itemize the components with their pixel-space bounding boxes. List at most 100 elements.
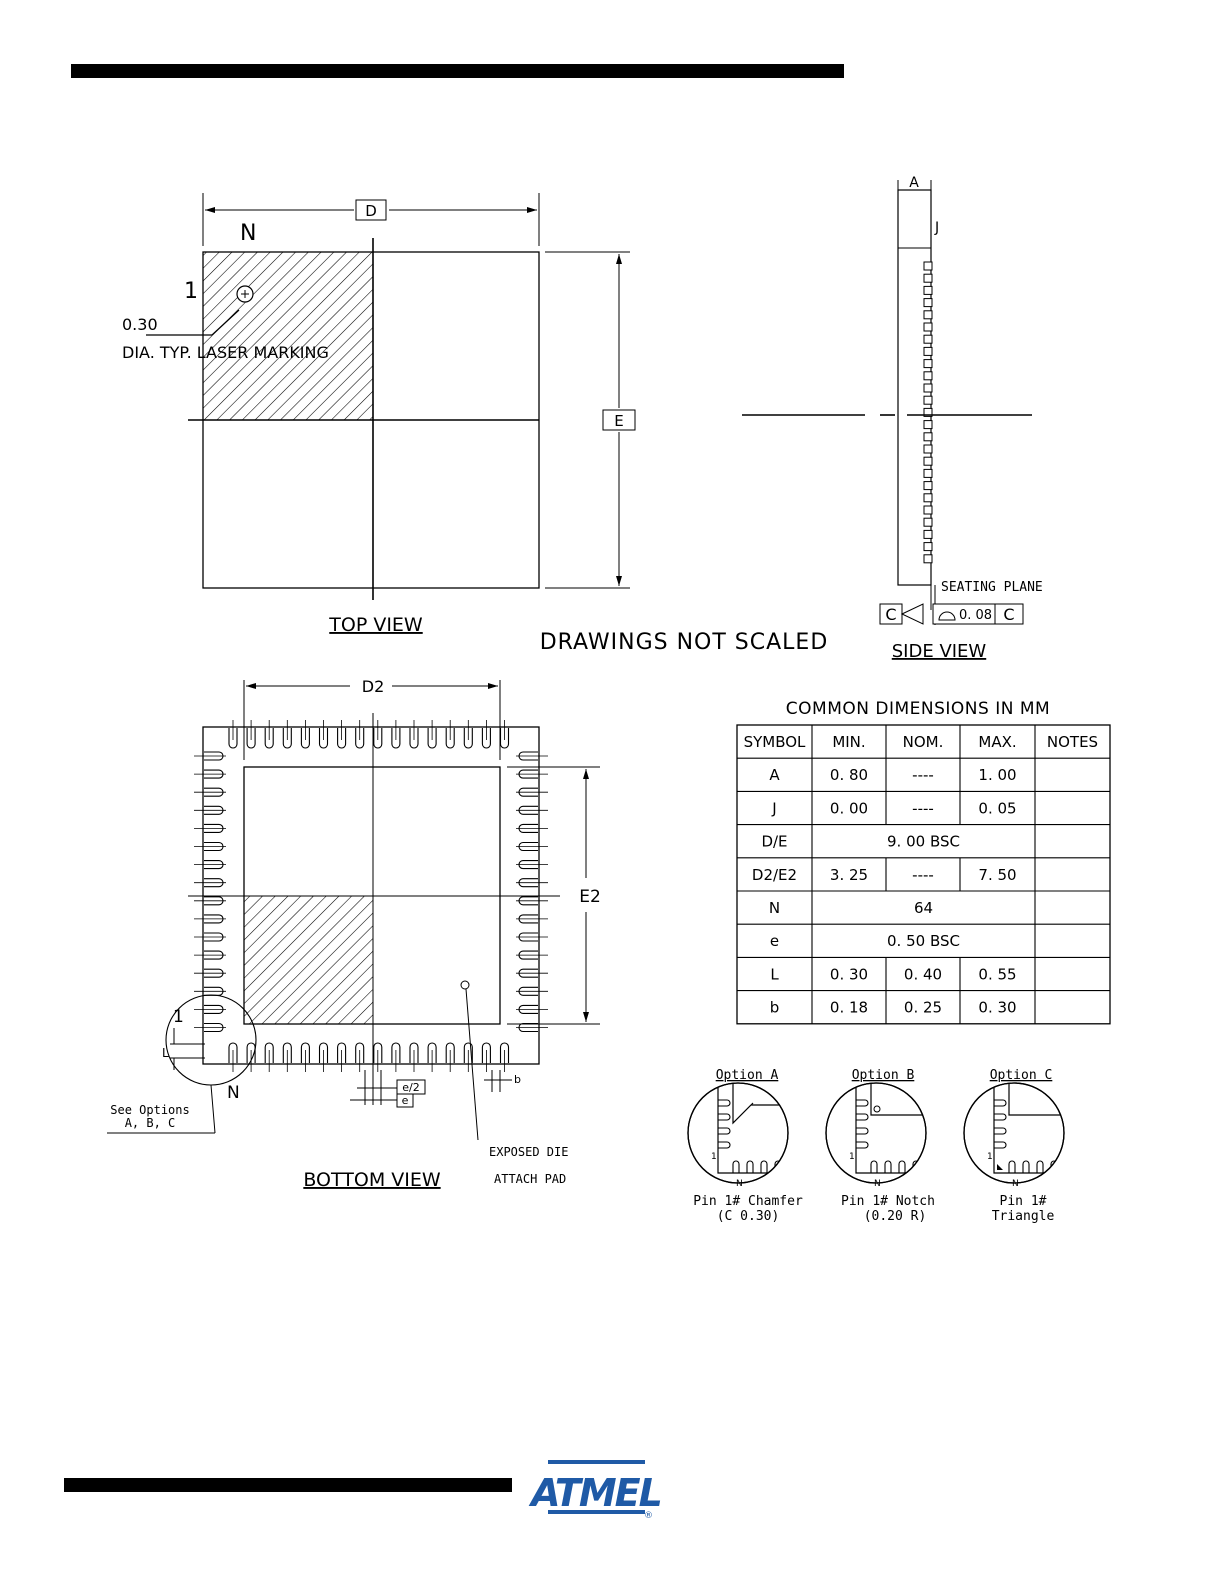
table-cell-min: 0. 18: [830, 999, 868, 1017]
pad-bottom: [337, 1042, 347, 1063]
side-lead: [923, 529, 933, 539]
dim-D-box: [355, 199, 387, 221]
pad-top: [318, 728, 329, 749]
side-lead: [923, 273, 933, 283]
top-label-1: 1: [184, 279, 198, 304]
table-cell-nom: ----: [912, 866, 934, 884]
top-view: [146, 193, 636, 600]
header-bar: [71, 64, 844, 78]
side-view-caption: SIDE VIEW: [892, 641, 987, 662]
pad-top: [337, 728, 347, 749]
option-a-title: Option A: [716, 1068, 779, 1083]
side-lead: [923, 444, 933, 454]
pad-top: [463, 728, 473, 749]
bottom-hatch: [244, 896, 373, 1024]
svg-text:®: ®: [644, 1511, 653, 1521]
side-lead: [923, 542, 933, 552]
side-lead: [923, 371, 933, 381]
option-pin-left: [856, 1113, 869, 1121]
pad-bottom: [373, 1042, 383, 1063]
marking-text: DIA. TYP. LASER MARKING: [122, 343, 329, 362]
table-cell-max: 0. 55: [978, 965, 1016, 983]
dim-E2-label: E2: [579, 887, 601, 907]
option-pin-left: [994, 1113, 1007, 1121]
pad-top: [228, 728, 238, 749]
table-cell-min: 0. 00: [830, 799, 868, 817]
notch-icon: [873, 1105, 881, 1113]
option-b-title: Option B: [852, 1068, 915, 1083]
pad-top: [373, 728, 383, 749]
option-pin-left: [856, 1127, 869, 1135]
top-label-N: N: [240, 221, 256, 246]
see-options-line1: See Options: [110, 1103, 189, 1117]
side-lead: [923, 468, 933, 478]
option-a-pin1: 1: [711, 1152, 717, 1162]
table-header: NOM.: [903, 733, 944, 751]
option-pin-left: [718, 1141, 731, 1149]
exposed-pad-line2: ATTACH PAD: [494, 1172, 566, 1186]
side-label-A: A: [909, 175, 919, 191]
table-cell-nom: ----: [912, 799, 934, 817]
dim-D2-label: D2: [362, 677, 385, 696]
dim-E-label: E: [614, 412, 623, 430]
table-cell-symbol: e: [770, 932, 779, 950]
pad-bottom: [445, 1042, 455, 1063]
table-cell-nom: 0. 40: [904, 965, 942, 983]
side-lead: [923, 395, 933, 405]
side-lead: [923, 346, 933, 356]
side-lead: [923, 505, 933, 515]
option-pin-left: [718, 1127, 731, 1135]
table-cell-max: 0. 05: [978, 799, 1016, 817]
option-b-line2: (0.20 R): [864, 1209, 927, 1224]
see-options-line2: A, B, C: [125, 1116, 176, 1130]
seating-plane-label: SEATING PLANE: [941, 580, 1043, 595]
option-pin-left: [718, 1099, 731, 1107]
option-b-detail: [825, 1082, 927, 1184]
side-lead: [923, 554, 933, 564]
bottom-label-N: N: [227, 1083, 240, 1103]
option-pin-bottom: [870, 1160, 878, 1173]
pad-bottom: [409, 1042, 419, 1063]
pad-top: [391, 728, 401, 749]
pad-top: [481, 728, 491, 749]
option-pin-bottom: [1008, 1160, 1016, 1173]
table-cell-span: 9. 00 BSC: [887, 833, 960, 851]
pad-top: [445, 728, 455, 749]
option-c-pin1: 1: [987, 1152, 993, 1162]
pad-top: [300, 728, 310, 749]
option-pin-left: [994, 1127, 1007, 1135]
option-pin-left: [994, 1099, 1007, 1107]
drawings-note: DRAWINGS NOT SCALED: [540, 630, 829, 655]
table-cell-min: 3. 25: [830, 866, 868, 884]
option-c-line2: Triangle: [992, 1209, 1055, 1224]
table-cell-min: 0. 30: [830, 965, 868, 983]
option-pin-bottom: [746, 1160, 754, 1173]
pad-bottom: [481, 1042, 491, 1063]
flatness-value: 0. 08: [959, 608, 992, 623]
option-c-line1: Pin 1#: [1000, 1194, 1047, 1209]
pad-bottom: [391, 1042, 401, 1063]
table-cell-symbol: A: [769, 766, 780, 784]
pad-bottom: [355, 1042, 365, 1063]
pad-bottom: [264, 1042, 274, 1063]
side-lead: [923, 420, 933, 430]
triangle-icon: [997, 1164, 1003, 1170]
pad-top: [282, 728, 292, 749]
table-cell-span: 0. 50 BSC: [887, 932, 960, 950]
option-pin-left: [718, 1113, 731, 1121]
pad-top: [264, 728, 274, 749]
pad-marker: [460, 980, 470, 990]
option-a-line2: (C 0.30): [717, 1209, 780, 1224]
option-pin-bottom: [898, 1160, 906, 1173]
top-view-hatch: [203, 252, 373, 420]
option-pin-left: [994, 1141, 1007, 1149]
table-header: NOTES: [1047, 733, 1098, 751]
pad-top: [246, 728, 256, 749]
bottom-label-1: 1: [173, 1007, 184, 1027]
side-lead: [923, 334, 933, 344]
dim-E-box: [602, 409, 636, 431]
option-pin-bottom: [884, 1160, 892, 1173]
pad-top: [427, 728, 437, 749]
side-lead: [923, 383, 933, 393]
